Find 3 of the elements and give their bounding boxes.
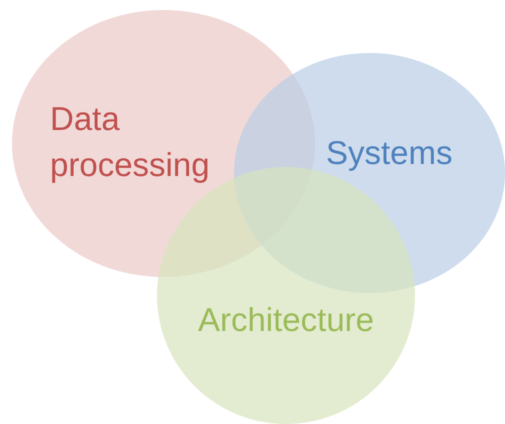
ellipse-label: Data processing [50,99,211,185]
ellipse-label: Architecture [196,300,376,340]
ellipse-label: Systems [326,133,454,173]
